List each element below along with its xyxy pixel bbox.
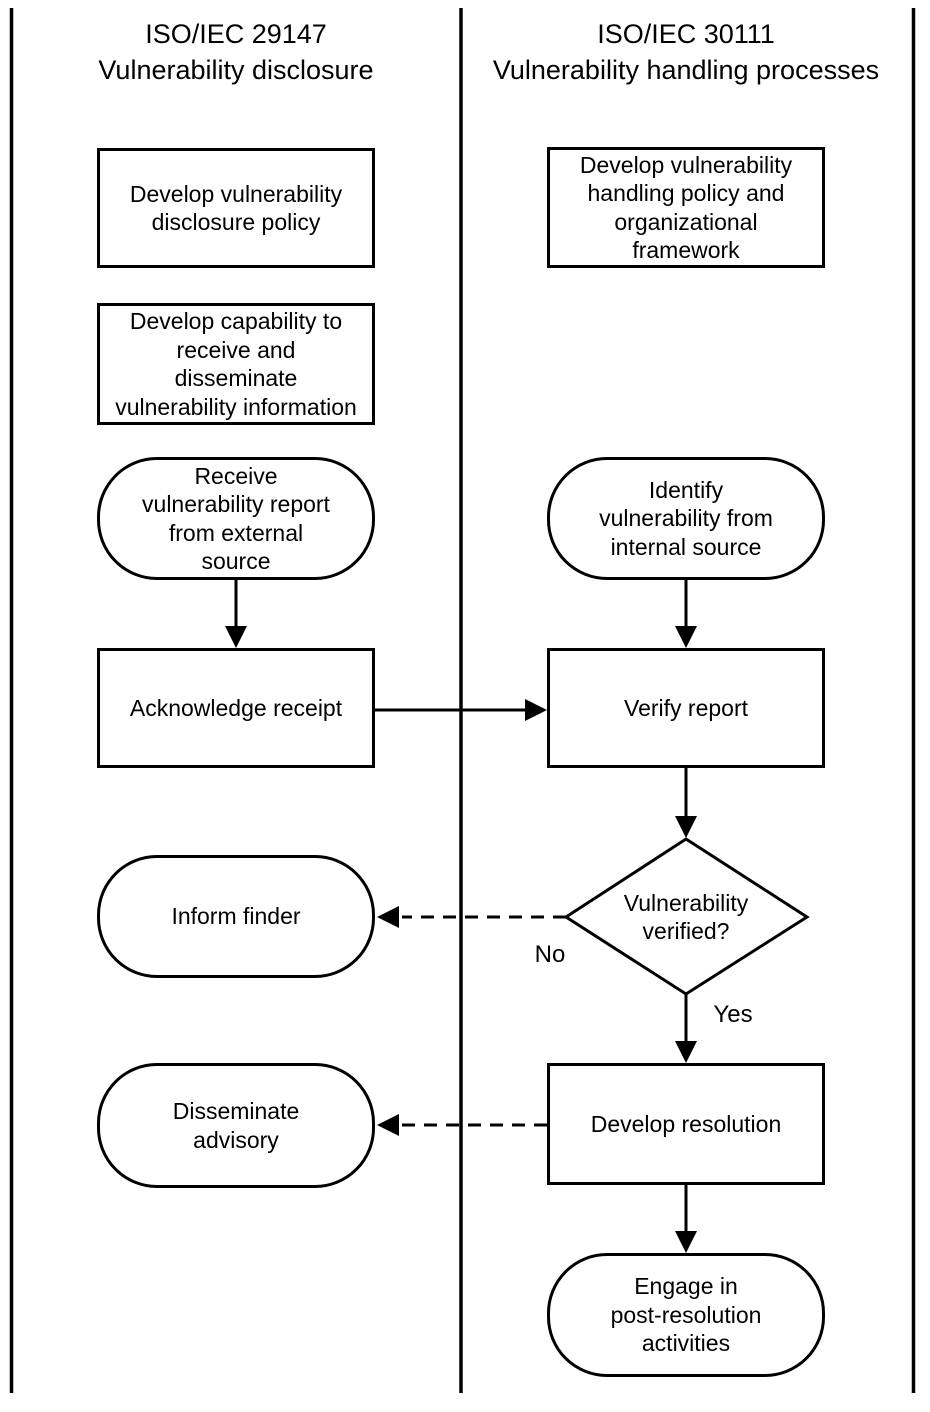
node-identify-vulnerability: Identify vulnerability from internal sou…: [547, 457, 825, 580]
node-acknowledge-receipt: Acknowledge receipt: [97, 648, 375, 768]
edge-label-no: No: [534, 941, 566, 968]
node-verify-report: Verify report: [547, 648, 825, 768]
node-develop-disclosure-policy: Develop vulnerability disclosure policy: [97, 148, 375, 268]
arrowhead-acknowledge-to-verify: [525, 699, 547, 721]
right-column-title: ISO/IEC 30111 Vulnerability handling pro…: [492, 19, 880, 85]
node-disseminate-advisory: Disseminate advisory: [97, 1063, 375, 1188]
arrowhead-receive-to-acknowledge: [225, 626, 247, 648]
arrowhead-identify-to-verify: [675, 626, 697, 648]
node-develop-resolution: Develop resolution: [547, 1063, 825, 1185]
node-vulnerability-verified-label: Vulnerability verified?: [623, 889, 749, 945]
edge-label-yes: Yes: [713, 1001, 753, 1028]
node-develop-capability: Develop capability to receive and dissem…: [97, 303, 375, 425]
node-inform-finder: Inform finder: [97, 855, 375, 978]
node-develop-handling-policy: Develop vulnerability handling policy an…: [547, 147, 825, 268]
arrowhead-decision-to-inform: [377, 906, 399, 928]
arrowhead-resolution-to-engage: [675, 1231, 697, 1253]
arrowhead-verify-to-decision: [675, 816, 697, 838]
node-receive-report: Receive vulnerability report from extern…: [97, 457, 375, 580]
arrowhead-resolution-to-advisory: [377, 1114, 399, 1136]
node-engage-post-resolution: Engage in post-resolution activities: [547, 1253, 825, 1377]
arrowhead-decision-to-resolution: [675, 1041, 697, 1063]
left-column-title: ISO/IEC 29147 Vulnerability disclosure: [98, 19, 374, 85]
